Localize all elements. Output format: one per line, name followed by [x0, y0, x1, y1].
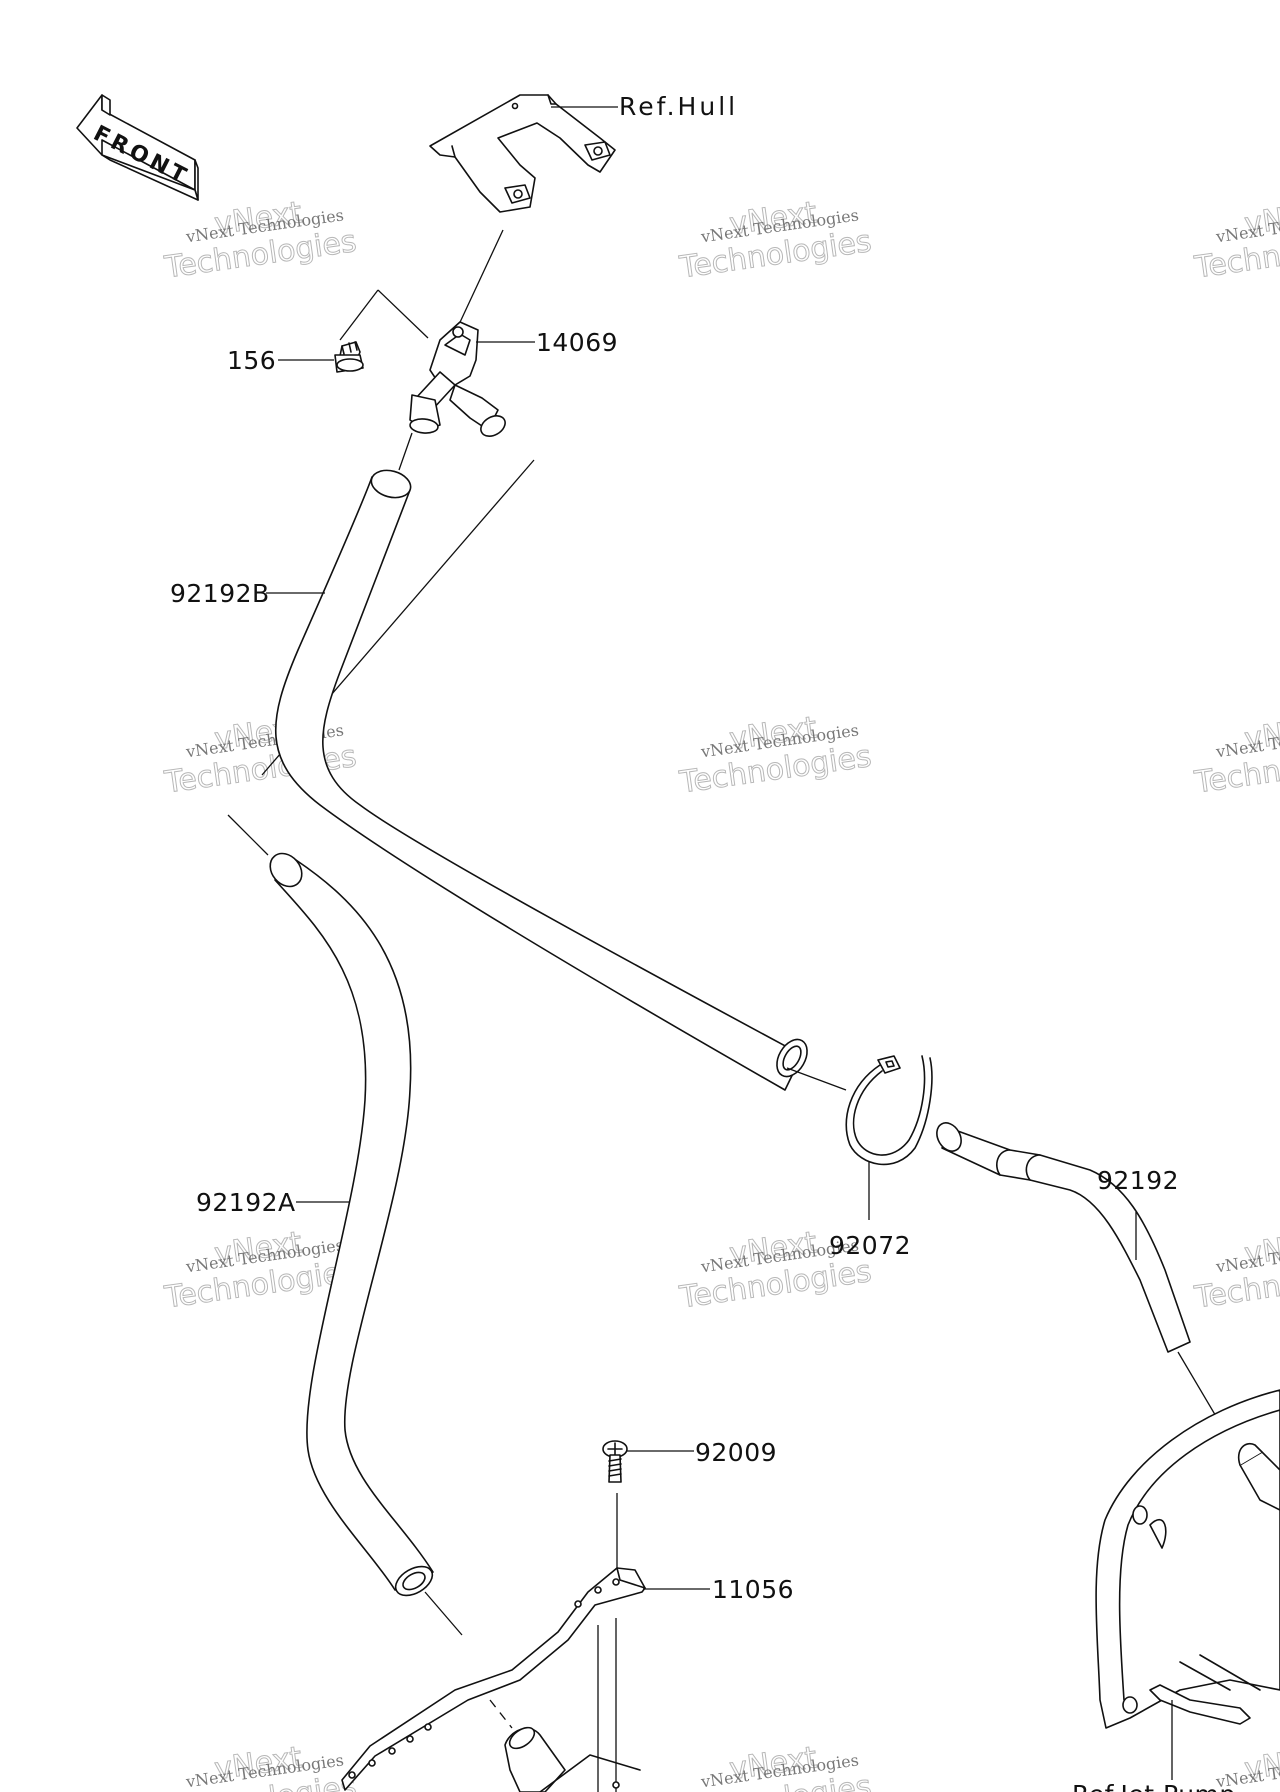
label-92192B: 92192B: [170, 579, 270, 608]
watermark: Technologies vNext vNext Technologies: [1191, 195, 1280, 286]
label-92192: 92192: [1097, 1166, 1179, 1195]
watermark: Technologies vNext vNext Technologies: [1191, 1225, 1280, 1316]
label-92192A: 92192A: [196, 1188, 296, 1217]
jet-pump-housing: [1095, 1389, 1280, 1729]
label-11056: 11056: [712, 1575, 794, 1604]
label-ref-jet-pump: Ref.Jet Pump: [1072, 1780, 1236, 1792]
hose-fitting-14069: [409, 321, 506, 437]
watermark: Technologies vNext vNext Technologies: [676, 1740, 874, 1792]
watermark: Technologies vNext vNext Technologies: [676, 710, 874, 801]
hose-92192B: [275, 469, 808, 1091]
hull-mount-bracket: [429, 94, 616, 213]
hose-92192: [936, 1122, 1191, 1353]
hose-bracket-11056: [341, 1567, 646, 1791]
lower-fitting-stub: [504, 1726, 641, 1792]
watermark: Technologies vNext vNext Technologies: [1191, 710, 1280, 801]
label-92072: 92072: [829, 1231, 911, 1260]
watermark: Technologies vNext vNext Technologies: [161, 195, 359, 286]
label-14069: 14069: [536, 328, 618, 357]
front-direction-arrow-icon: FRONT: [76, 94, 199, 201]
bolt-156: [334, 341, 364, 373]
watermark: Technologies vNext vNext Technologies: [676, 195, 874, 286]
watermark: Technologies vNext vNext Technologies: [161, 1740, 359, 1792]
label-156: 156: [227, 346, 276, 375]
label-92009: 92009: [695, 1438, 777, 1467]
hose-92192A: [269, 852, 434, 1597]
hose-clamp-92072: [845, 1055, 933, 1166]
label-ref-hull: Ref.Hull: [619, 92, 738, 121]
screw-92009: [602, 1440, 628, 1483]
